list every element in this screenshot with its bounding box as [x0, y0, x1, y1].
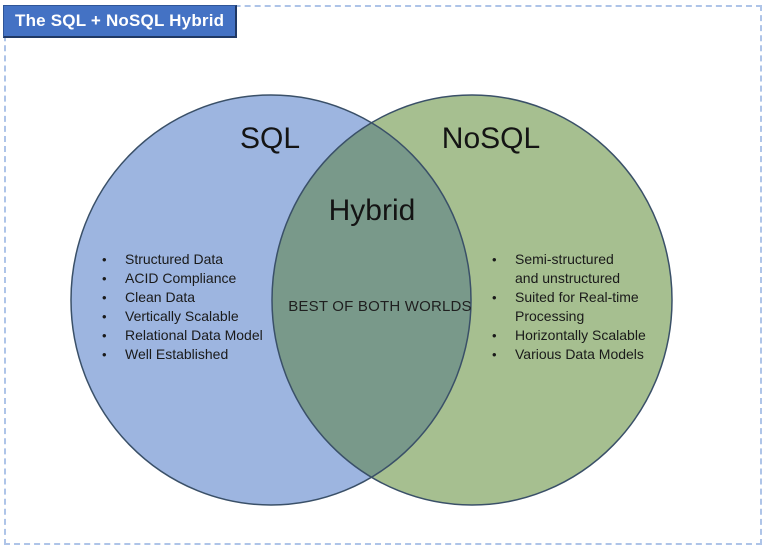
list-item: • Various Data Models [489, 345, 664, 364]
list-item: • Well Established [99, 345, 287, 364]
hybrid-intersection [272, 95, 471, 505]
list-item: • Semi-structured and unstructured [489, 250, 664, 288]
bullet-icon: • [102, 309, 107, 324]
list-item-text: Relational Data Model [125, 327, 263, 343]
list-item-text: Vertically Scalable [125, 308, 239, 324]
list-item: • Vertically Scalable [99, 307, 287, 326]
sql-circle-outline [70, 94, 472, 506]
list-item-text: Clean Data [125, 289, 196, 305]
nosql-feature-list: • Semi-structured and unstructured • Suited… [489, 250, 664, 364]
list-item-text: Horizontally Scalable [515, 327, 646, 343]
nosql-label: NoSQL [441, 122, 541, 155]
bullet-icon: • [102, 252, 107, 267]
title-banner: The SQL + NoSQL Hybrid [3, 5, 237, 38]
list-item: • ACID Compliance [99, 269, 287, 288]
list-item-text: Well Established [125, 346, 229, 362]
list-item: • Horizontally Scalable [489, 326, 664, 345]
bullet-icon: • [102, 271, 107, 286]
nosql-circle-outline [271, 94, 673, 506]
list-item-text: Structured Data [125, 251, 224, 267]
bullet-icon: • [102, 290, 107, 305]
list-item-text: Suited for Real-time Processing [515, 289, 639, 324]
hybrid-caption: BEST OF BOTH WORLDS [288, 298, 472, 315]
list-item-text: Semi-structured and unstructured [515, 251, 621, 286]
bullet-icon: • [102, 328, 107, 343]
hybrid-label: Hybrid [328, 194, 416, 227]
list-item-text: ACID Compliance [125, 270, 237, 286]
bullet-icon: • [492, 328, 497, 343]
list-item: • Relational Data Model [99, 326, 287, 345]
list-item: • Structured Data [99, 250, 287, 269]
bullet-icon: • [492, 290, 497, 305]
title-text: The SQL + NoSQL Hybrid [15, 11, 225, 30]
sql-label: SQL [239, 122, 301, 155]
sql-feature-list: • Structured Data • ACID Compliance • Clean D… [99, 250, 287, 364]
bullet-icon: • [492, 252, 497, 267]
bullet-icon: • [492, 347, 497, 362]
list-item: • Clean Data [99, 288, 287, 307]
list-item-text: Various Data Models [515, 346, 644, 362]
bullet-icon: • [102, 347, 107, 362]
list-item: • Suited for Real-time Processing [489, 288, 664, 326]
